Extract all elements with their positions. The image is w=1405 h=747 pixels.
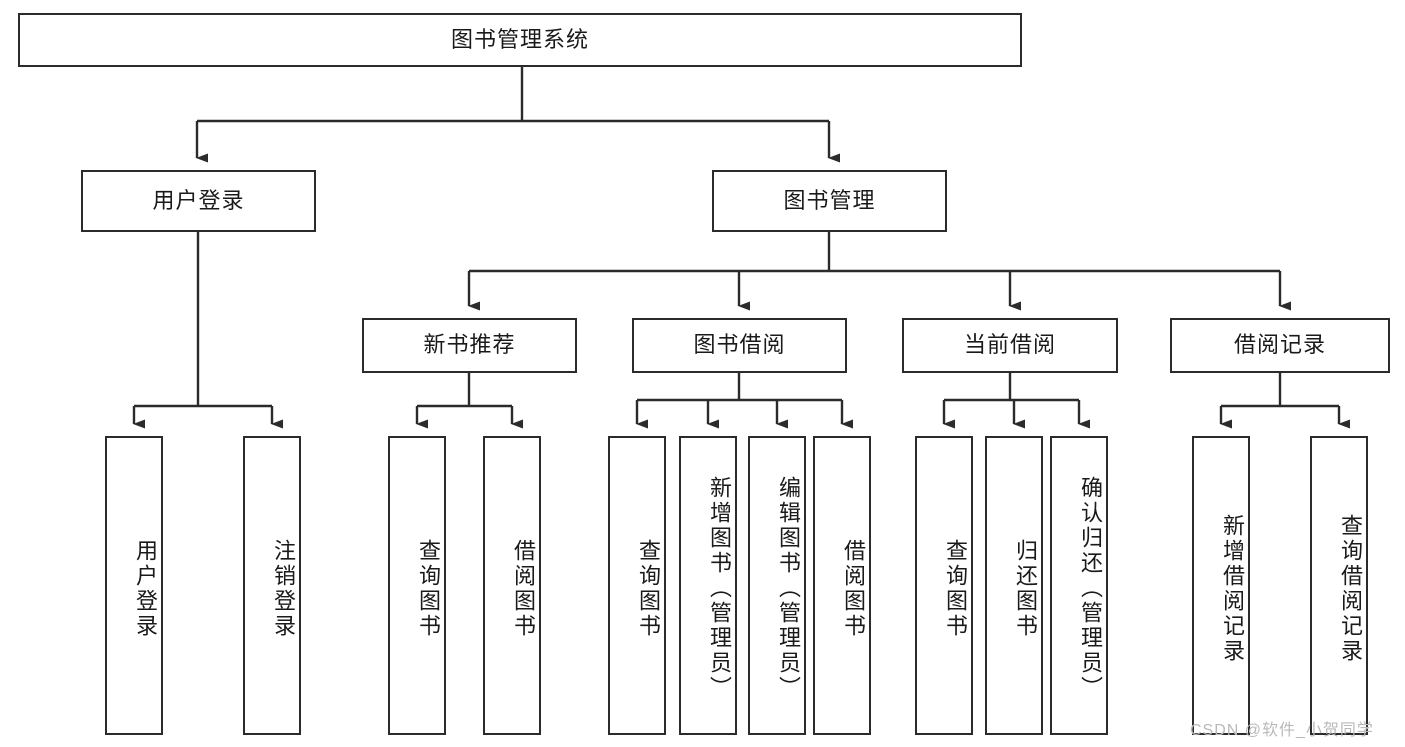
node-current-borrow[interactable]: 当前借阅 xyxy=(902,318,1118,373)
node-leaf-edit-book-admin[interactable]: 编辑图书（管理员） xyxy=(748,436,806,735)
node-leaf-borrow-book[interactable]: 借阅图书 xyxy=(813,436,871,735)
node-user-login[interactable]: 用户登录 xyxy=(81,170,316,232)
node-leaf-add-borrow-record[interactable]: 新增借阅记录 xyxy=(1192,436,1250,735)
node-label: 查询图书 xyxy=(943,538,968,639)
node-leaf-query-book-borrow[interactable]: 查询图书 xyxy=(608,436,666,735)
node-label: 查询借阅记录 xyxy=(1338,513,1363,664)
node-label: 确认归还（管理员） xyxy=(1078,476,1103,701)
node-new-book-recommend[interactable]: 新书推荐 xyxy=(362,318,577,373)
node-book-management[interactable]: 图书管理 xyxy=(712,170,947,232)
node-leaf-confirm-return-admin[interactable]: 确认归还（管理员） xyxy=(1050,436,1108,735)
node-leaf-query-book-current[interactable]: 查询图书 xyxy=(915,436,973,735)
node-label: 归还图书 xyxy=(1013,538,1038,639)
node-leaf-add-book-admin[interactable]: 新增图书（管理员） xyxy=(679,436,737,735)
node-label: 注销登录 xyxy=(271,538,296,639)
node-book-borrow[interactable]: 图书借阅 xyxy=(632,318,847,373)
node-label: 借阅图书 xyxy=(841,538,866,639)
node-label: 用户登录 xyxy=(152,187,245,213)
node-leaf-query-borrow-record[interactable]: 查询借阅记录 xyxy=(1310,436,1368,735)
node-leaf-return-book[interactable]: 归还图书 xyxy=(985,436,1043,735)
node-label: 图书借阅 xyxy=(693,332,786,358)
node-label: 编辑图书（管理员） xyxy=(776,476,801,701)
node-leaf-logout[interactable]: 注销登录 xyxy=(243,436,301,735)
node-label: 新增借阅记录 xyxy=(1220,513,1245,664)
node-label: 借阅图书 xyxy=(511,538,536,639)
node-label: 图书管理 xyxy=(783,187,876,213)
node-root-system[interactable]: 图书管理系统 xyxy=(18,13,1022,67)
node-label: 当前借阅 xyxy=(963,332,1056,358)
node-label: 借阅记录 xyxy=(1233,332,1326,358)
node-label: 用户登录 xyxy=(133,538,158,639)
node-label: 查询图书 xyxy=(636,538,661,639)
node-label: 查询图书 xyxy=(416,538,441,639)
node-leaf-query-book-recommend[interactable]: 查询图书 xyxy=(388,436,446,735)
node-label: 新书推荐 xyxy=(423,332,516,358)
node-leaf-user-login[interactable]: 用户登录 xyxy=(105,436,163,735)
node-leaf-borrow-book-recommend[interactable]: 借阅图书 xyxy=(483,436,541,735)
node-borrow-record[interactable]: 借阅记录 xyxy=(1170,318,1390,373)
node-label: 新增图书（管理员） xyxy=(707,476,732,701)
watermark-csdn: CSDN @软件_小贺同学 xyxy=(1190,722,1374,739)
node-label: 图书管理系统 xyxy=(450,26,589,52)
